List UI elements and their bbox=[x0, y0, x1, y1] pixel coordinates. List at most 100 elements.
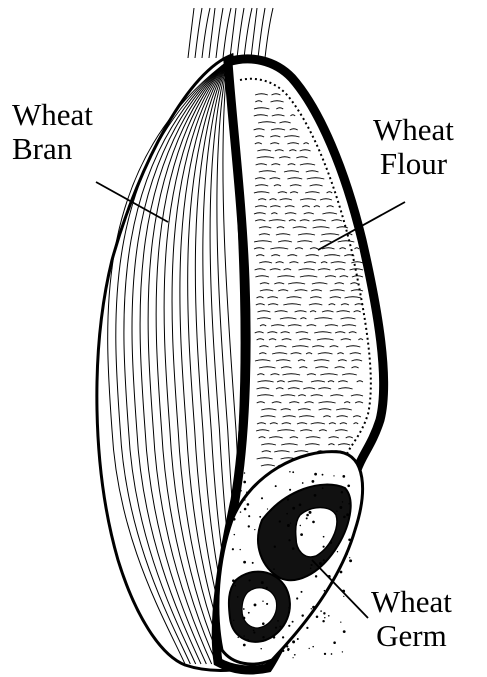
label-wheat-germ: Wheat Germ bbox=[371, 585, 452, 653]
germ-stipple-dot bbox=[275, 485, 277, 487]
germ-stipple-dot bbox=[311, 608, 312, 609]
germ-stipple-dot bbox=[243, 644, 246, 647]
germ-stipple-dot bbox=[248, 525, 250, 527]
germ-stipple-dot bbox=[306, 517, 308, 519]
germ-stipple-dot bbox=[312, 521, 315, 524]
brush-hair bbox=[223, 8, 231, 58]
germ-stipple-dot bbox=[235, 585, 236, 586]
label-wheat-flour: Wheat Flour bbox=[373, 113, 454, 181]
germ-stipple-dot bbox=[339, 506, 342, 509]
germ-stipple-dot bbox=[323, 563, 325, 565]
brush-hair bbox=[202, 8, 210, 58]
germ-stipple-dot bbox=[292, 507, 295, 510]
germ-stipple-dot bbox=[286, 645, 288, 647]
germ-stipple-dot bbox=[337, 551, 338, 552]
germ-stipple-dot bbox=[244, 508, 247, 511]
label-wheat-flour-line1: Wheat bbox=[373, 113, 454, 147]
germ-stipple-dot bbox=[287, 649, 289, 651]
germ-stipple-dot bbox=[323, 559, 325, 561]
germ-stipple-dot bbox=[267, 508, 268, 509]
brush-hair bbox=[237, 8, 244, 58]
germ-stipple-dot bbox=[288, 625, 290, 627]
germ-stipple-dot bbox=[262, 636, 264, 638]
germ-stipple-dot bbox=[277, 620, 279, 622]
germ-stipple-dot bbox=[247, 639, 249, 641]
germ-stipple-dot bbox=[287, 524, 290, 527]
brush-hair bbox=[251, 8, 257, 58]
germ-stipple-dot bbox=[232, 548, 234, 550]
germ-stipple-dot bbox=[262, 601, 263, 602]
germ-stipple-dot bbox=[237, 596, 239, 598]
germ-stipple-dot bbox=[301, 591, 303, 593]
germ-stipple-dot bbox=[315, 575, 317, 577]
germ-stipple-dot bbox=[320, 610, 322, 612]
germ-stipple-dot bbox=[240, 549, 241, 550]
label-wheat-germ-line2: Germ bbox=[371, 619, 452, 653]
germ-stipple-dot bbox=[243, 561, 246, 564]
germ-stipple-dot bbox=[336, 510, 337, 511]
germ-stipple-dot bbox=[247, 503, 250, 506]
germ-stipple-dot bbox=[310, 568, 312, 570]
germ-stipple-dot bbox=[348, 503, 349, 504]
germ-stipple-dot bbox=[333, 475, 334, 476]
germ-stipple-dot bbox=[340, 621, 341, 622]
germ-stipple-dot bbox=[252, 562, 254, 564]
germ-stipple-dot bbox=[273, 506, 275, 508]
germ-stipple-dot bbox=[324, 617, 325, 618]
germ-stipple-dot bbox=[288, 607, 290, 609]
germ-stipple-dot bbox=[234, 510, 236, 512]
germ-stipple-dot bbox=[248, 612, 250, 614]
germ-stipple-dot bbox=[254, 529, 255, 530]
label-wheat-bran: Wheat Bran bbox=[12, 98, 93, 166]
germ-stipple-dot bbox=[240, 511, 241, 512]
germ-stipple-dot bbox=[275, 627, 277, 629]
kernel-brush-hairs bbox=[188, 8, 273, 58]
germ-stipple-dot bbox=[243, 481, 246, 484]
germ-stipple-dot bbox=[289, 471, 291, 473]
germ-stipple-dot bbox=[287, 498, 289, 500]
germ-stipple-dot bbox=[342, 651, 343, 652]
germ-stipple-dot bbox=[290, 522, 291, 523]
germ-stipple-dot bbox=[292, 640, 295, 643]
germ-stipple-dot bbox=[297, 638, 299, 640]
germ-stipple-dot bbox=[319, 562, 322, 565]
germ-stipple-dot bbox=[299, 503, 302, 506]
germ-stipple-dot bbox=[254, 603, 257, 606]
germ-stipple-dot bbox=[323, 536, 325, 538]
brush-hair bbox=[209, 8, 215, 58]
germ-stipple-dot bbox=[349, 557, 350, 558]
germ-stipple-dot bbox=[300, 533, 303, 536]
germ-stipple-dot bbox=[322, 487, 324, 489]
germ-stipple-dot bbox=[292, 621, 294, 623]
germ-stipple-dot bbox=[240, 490, 242, 492]
germ-stipple-dot bbox=[347, 553, 349, 555]
germ-stipple-dot bbox=[274, 546, 276, 548]
brush-hair bbox=[195, 8, 202, 58]
germ-stipple-dot bbox=[253, 632, 255, 634]
germ-stipple-dot bbox=[273, 636, 276, 639]
germ-stipple-dot bbox=[343, 596, 344, 597]
germ-stipple-dot bbox=[294, 654, 296, 656]
germ-stipple-dot bbox=[248, 515, 250, 517]
germ-stipple-dot bbox=[244, 472, 246, 474]
germ-stipple-dot bbox=[312, 606, 315, 609]
germ-stipple-dot bbox=[273, 568, 275, 570]
germ-stipple-dot bbox=[296, 597, 298, 599]
label-wheat-germ-line1: Wheat bbox=[371, 585, 452, 619]
germ-stipple-dot bbox=[249, 579, 251, 581]
germ-stipple-dot bbox=[309, 648, 310, 649]
germ-stipple-dot bbox=[322, 474, 324, 476]
brush-hair bbox=[265, 8, 273, 58]
germ-stipple-dot bbox=[309, 511, 312, 514]
germ-stipple-dot bbox=[244, 499, 245, 500]
germ-stipple-dot bbox=[347, 484, 350, 487]
germ-stipple-dot bbox=[266, 603, 268, 605]
germ-stipple-dot bbox=[331, 653, 333, 655]
germ-stipple-dot bbox=[333, 641, 336, 644]
germ-stipple-dot bbox=[322, 620, 324, 622]
germ-stipple-dot bbox=[311, 564, 313, 566]
germ-stipple-dot bbox=[242, 617, 245, 620]
germ-stipple-dot bbox=[306, 627, 308, 629]
germ-stipple-dot bbox=[286, 513, 288, 515]
germ-stipple-dot bbox=[279, 520, 281, 522]
